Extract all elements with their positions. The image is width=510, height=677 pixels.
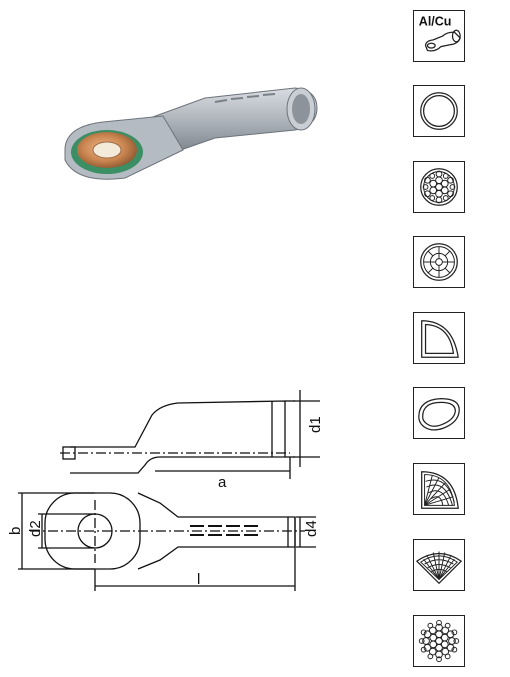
- lug-technical-drawing: a d1 b d2 d4 l: [7, 390, 324, 591]
- material-tile-label: Al/Cu: [419, 14, 452, 28]
- round-stranded-icon: [413, 615, 465, 667]
- dim-a-label: a: [218, 474, 227, 491]
- dim-b-label: b: [7, 527, 24, 535]
- dim-d1-label: d1: [307, 416, 324, 433]
- lug-product-image: [64, 87, 318, 180]
- oval-solid-icon: [413, 387, 465, 439]
- round-stranded-compacted-icon: [413, 161, 465, 213]
- dim-l-label: l: [197, 571, 200, 588]
- sector-stranded-icon: [413, 463, 465, 515]
- dim-d2-label: d2: [27, 520, 44, 537]
- round-stranded-segmented-icon: [413, 236, 465, 288]
- round-solid-icon: [413, 85, 465, 137]
- sector-stranded-wide-icon: [413, 539, 465, 591]
- dim-d4-label: d4: [303, 520, 320, 537]
- sector-solid-icon: [413, 312, 465, 364]
- al-cu-lug-icon: Al/Cu: [413, 10, 465, 62]
